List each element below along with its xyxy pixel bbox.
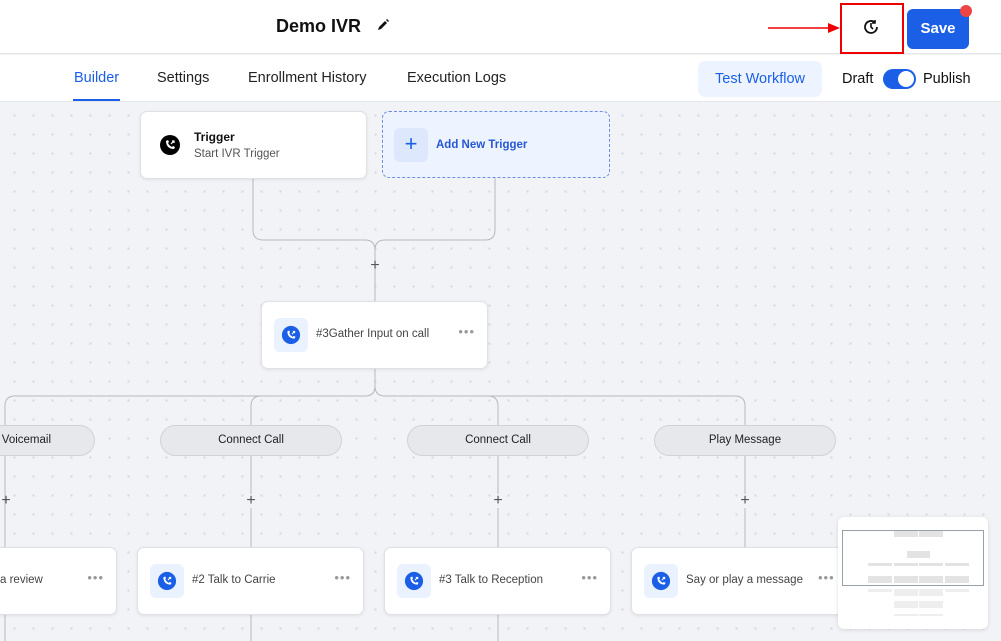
talk-to-carrie-node[interactable]: #2 Talk to Carrie ••• bbox=[137, 547, 364, 615]
add-step-plus-icon[interactable]: + bbox=[740, 492, 750, 509]
phone-icon bbox=[397, 564, 431, 598]
draft-label: Draft bbox=[842, 71, 874, 87]
more-options-icon[interactable]: ••• bbox=[818, 570, 835, 585]
node-label: #2 Talk to Carrie bbox=[192, 574, 276, 586]
add-step-plus-icon[interactable]: + bbox=[246, 492, 256, 509]
phone-icon bbox=[644, 564, 678, 598]
tab-settings[interactable]: Settings bbox=[157, 70, 210, 86]
save-button[interactable]: Save bbox=[907, 9, 969, 49]
add-step-plus-icon[interactable]: + bbox=[493, 492, 503, 509]
phone-icon bbox=[159, 134, 181, 161]
annotation-arrow bbox=[768, 23, 840, 33]
node-label: a review bbox=[0, 574, 43, 586]
pencil-icon[interactable] bbox=[376, 18, 390, 35]
trigger-subtitle: Start IVR Trigger bbox=[194, 148, 280, 160]
more-options-icon[interactable]: ••• bbox=[87, 570, 104, 585]
minimap[interactable] bbox=[838, 517, 988, 629]
add-step-plus-icon[interactable]: + bbox=[370, 257, 380, 274]
history-icon[interactable] bbox=[862, 18, 880, 41]
branch-pill-voicemail[interactable]: Voicemail bbox=[0, 425, 95, 456]
play-message-node[interactable]: Say or play a message ••• bbox=[631, 547, 858, 615]
phone-icon bbox=[274, 318, 308, 352]
tab-builder[interactable]: Builder bbox=[74, 70, 120, 86]
add-step-plus-icon[interactable]: + bbox=[1, 492, 11, 509]
publish-label: Publish bbox=[923, 71, 971, 87]
test-workflow-button[interactable]: Test Workflow bbox=[698, 61, 822, 97]
connector-lines bbox=[4, 178, 746, 641]
plus-icon: + bbox=[394, 128, 428, 162]
node-label: #3Gather Input on call bbox=[316, 328, 430, 340]
minimap-viewport[interactable] bbox=[842, 530, 984, 586]
top-header: Demo IVR Save bbox=[0, 0, 1001, 54]
tab-bar: Builder Settings Enrollment History Exec… bbox=[0, 55, 1001, 102]
tab-enrollment-history[interactable]: Enrollment History bbox=[248, 70, 367, 86]
active-tab-indicator bbox=[73, 99, 120, 101]
node-label: #3 Talk to Reception bbox=[439, 574, 543, 586]
trigger-card[interactable]: Trigger Start IVR Trigger bbox=[140, 111, 367, 179]
gather-input-node[interactable]: #3Gather Input on call ••• bbox=[261, 301, 488, 369]
trigger-title: Trigger bbox=[194, 130, 235, 144]
more-options-icon[interactable]: ••• bbox=[458, 324, 475, 339]
notification-dot bbox=[960, 5, 972, 17]
branch-pill-connect-call[interactable]: Connect Call bbox=[407, 425, 589, 456]
voicemail-node[interactable]: a review ••• bbox=[0, 547, 117, 615]
workflow-canvas[interactable]: Trigger Start IVR Trigger + Add New Trig… bbox=[0, 102, 1001, 641]
highlight-box bbox=[840, 3, 904, 54]
branch-pill-connect-call[interactable]: Connect Call bbox=[160, 425, 342, 456]
more-options-icon[interactable]: ••• bbox=[581, 570, 598, 585]
add-new-trigger-button[interactable]: + Add New Trigger bbox=[382, 111, 610, 178]
tab-execution-logs[interactable]: Execution Logs bbox=[407, 70, 507, 86]
add-trigger-label: Add New Trigger bbox=[436, 139, 528, 151]
branch-pill-play-message[interactable]: Play Message bbox=[654, 425, 836, 456]
more-options-icon[interactable]: ••• bbox=[334, 570, 351, 585]
talk-to-reception-node[interactable]: #3 Talk to Reception ••• bbox=[384, 547, 611, 615]
node-label: Say or play a message bbox=[686, 574, 803, 586]
publish-toggle[interactable] bbox=[883, 69, 916, 89]
workflow-title: Demo IVR bbox=[276, 16, 362, 36]
phone-icon bbox=[150, 564, 184, 598]
